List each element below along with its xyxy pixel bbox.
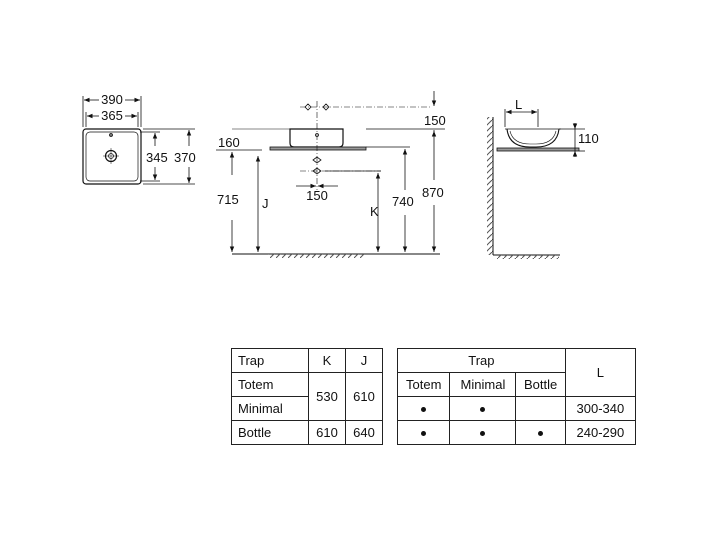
table-row: 300-340 <box>396 396 637 421</box>
dim-inner-width: 365 <box>101 108 123 123</box>
basin-side-profile <box>506 128 560 148</box>
k-value: 610 <box>308 420 346 445</box>
dim-inner-depth: 345 <box>146 150 168 165</box>
mark-totem <box>396 420 451 445</box>
bullet-icon <box>421 431 427 437</box>
table-header-row: Trap L <box>397 348 637 397</box>
trap-dimensions-table: Trap K J Totem 530 610 Minimal Bottle 61… <box>231 348 383 445</box>
bullet-icon <box>480 407 486 413</box>
header-minimal: Minimal <box>449 372 517 397</box>
overflow-hole-icon <box>109 133 113 137</box>
j-value: 610 <box>345 372 383 421</box>
l-value: 300-340 <box>564 396 637 421</box>
bullet-icon <box>480 431 486 437</box>
header-j: J <box>345 348 383 373</box>
dim-110: 110 <box>578 131 599 146</box>
mark-totem <box>396 396 451 421</box>
dim-740: 740 <box>392 194 414 209</box>
table-row: Totem 530 610 <box>231 372 383 421</box>
countertop <box>269 146 367 151</box>
dim-waste-150: 150 <box>306 188 328 203</box>
basin-outline <box>82 128 142 185</box>
dim-160: 160 <box>218 135 240 150</box>
dim-870: 870 <box>422 185 444 200</box>
bullet-icon <box>538 431 544 437</box>
basin-front-outline <box>289 128 344 148</box>
trap-name: Totem <box>231 372 309 397</box>
l-value: 240-290 <box>564 420 637 445</box>
trap-name: Minimal <box>231 396 309 421</box>
side-view <box>487 109 585 259</box>
mark-bottle <box>515 396 566 421</box>
header-bottle: Bottle <box>515 372 566 397</box>
mark-minimal <box>449 396 517 421</box>
front-view <box>216 91 445 258</box>
j-value: 640 <box>345 420 383 445</box>
dim-outer-width: 390 <box>101 92 123 107</box>
header-trap: Trap <box>397 348 566 373</box>
basin-inner-outline <box>85 131 139 182</box>
header-trap: Trap <box>231 348 309 373</box>
header-totem: Totem <box>396 372 451 397</box>
dim-outer-depth: 370 <box>174 150 196 165</box>
top-view <box>82 96 195 185</box>
dim-top-150: 150 <box>424 113 446 128</box>
label-k: K <box>370 204 379 219</box>
trap-name: Bottle <box>231 420 309 445</box>
table-subheader-row: Totem Minimal Bottle <box>396 372 636 397</box>
table-header-row: Trap K J <box>231 348 383 373</box>
trap-l-table: Trap L Totem Minimal Bottle 300-340 240-… <box>396 348 637 445</box>
wall <box>487 117 493 255</box>
label-l: L <box>515 97 522 112</box>
mark-bottle <box>515 420 566 445</box>
side-countertop <box>496 147 580 152</box>
mark-minimal <box>449 420 517 445</box>
table-row: Bottle 610 640 <box>231 420 383 445</box>
bullet-icon <box>421 407 427 413</box>
header-l: L <box>564 348 637 397</box>
table-row: Minimal <box>231 396 383 421</box>
table-row: 240-290 <box>396 420 637 445</box>
k-value: 530 <box>308 372 346 421</box>
label-j: J <box>262 196 269 211</box>
header-k: K <box>308 348 346 373</box>
dim-715: 715 <box>217 192 239 207</box>
